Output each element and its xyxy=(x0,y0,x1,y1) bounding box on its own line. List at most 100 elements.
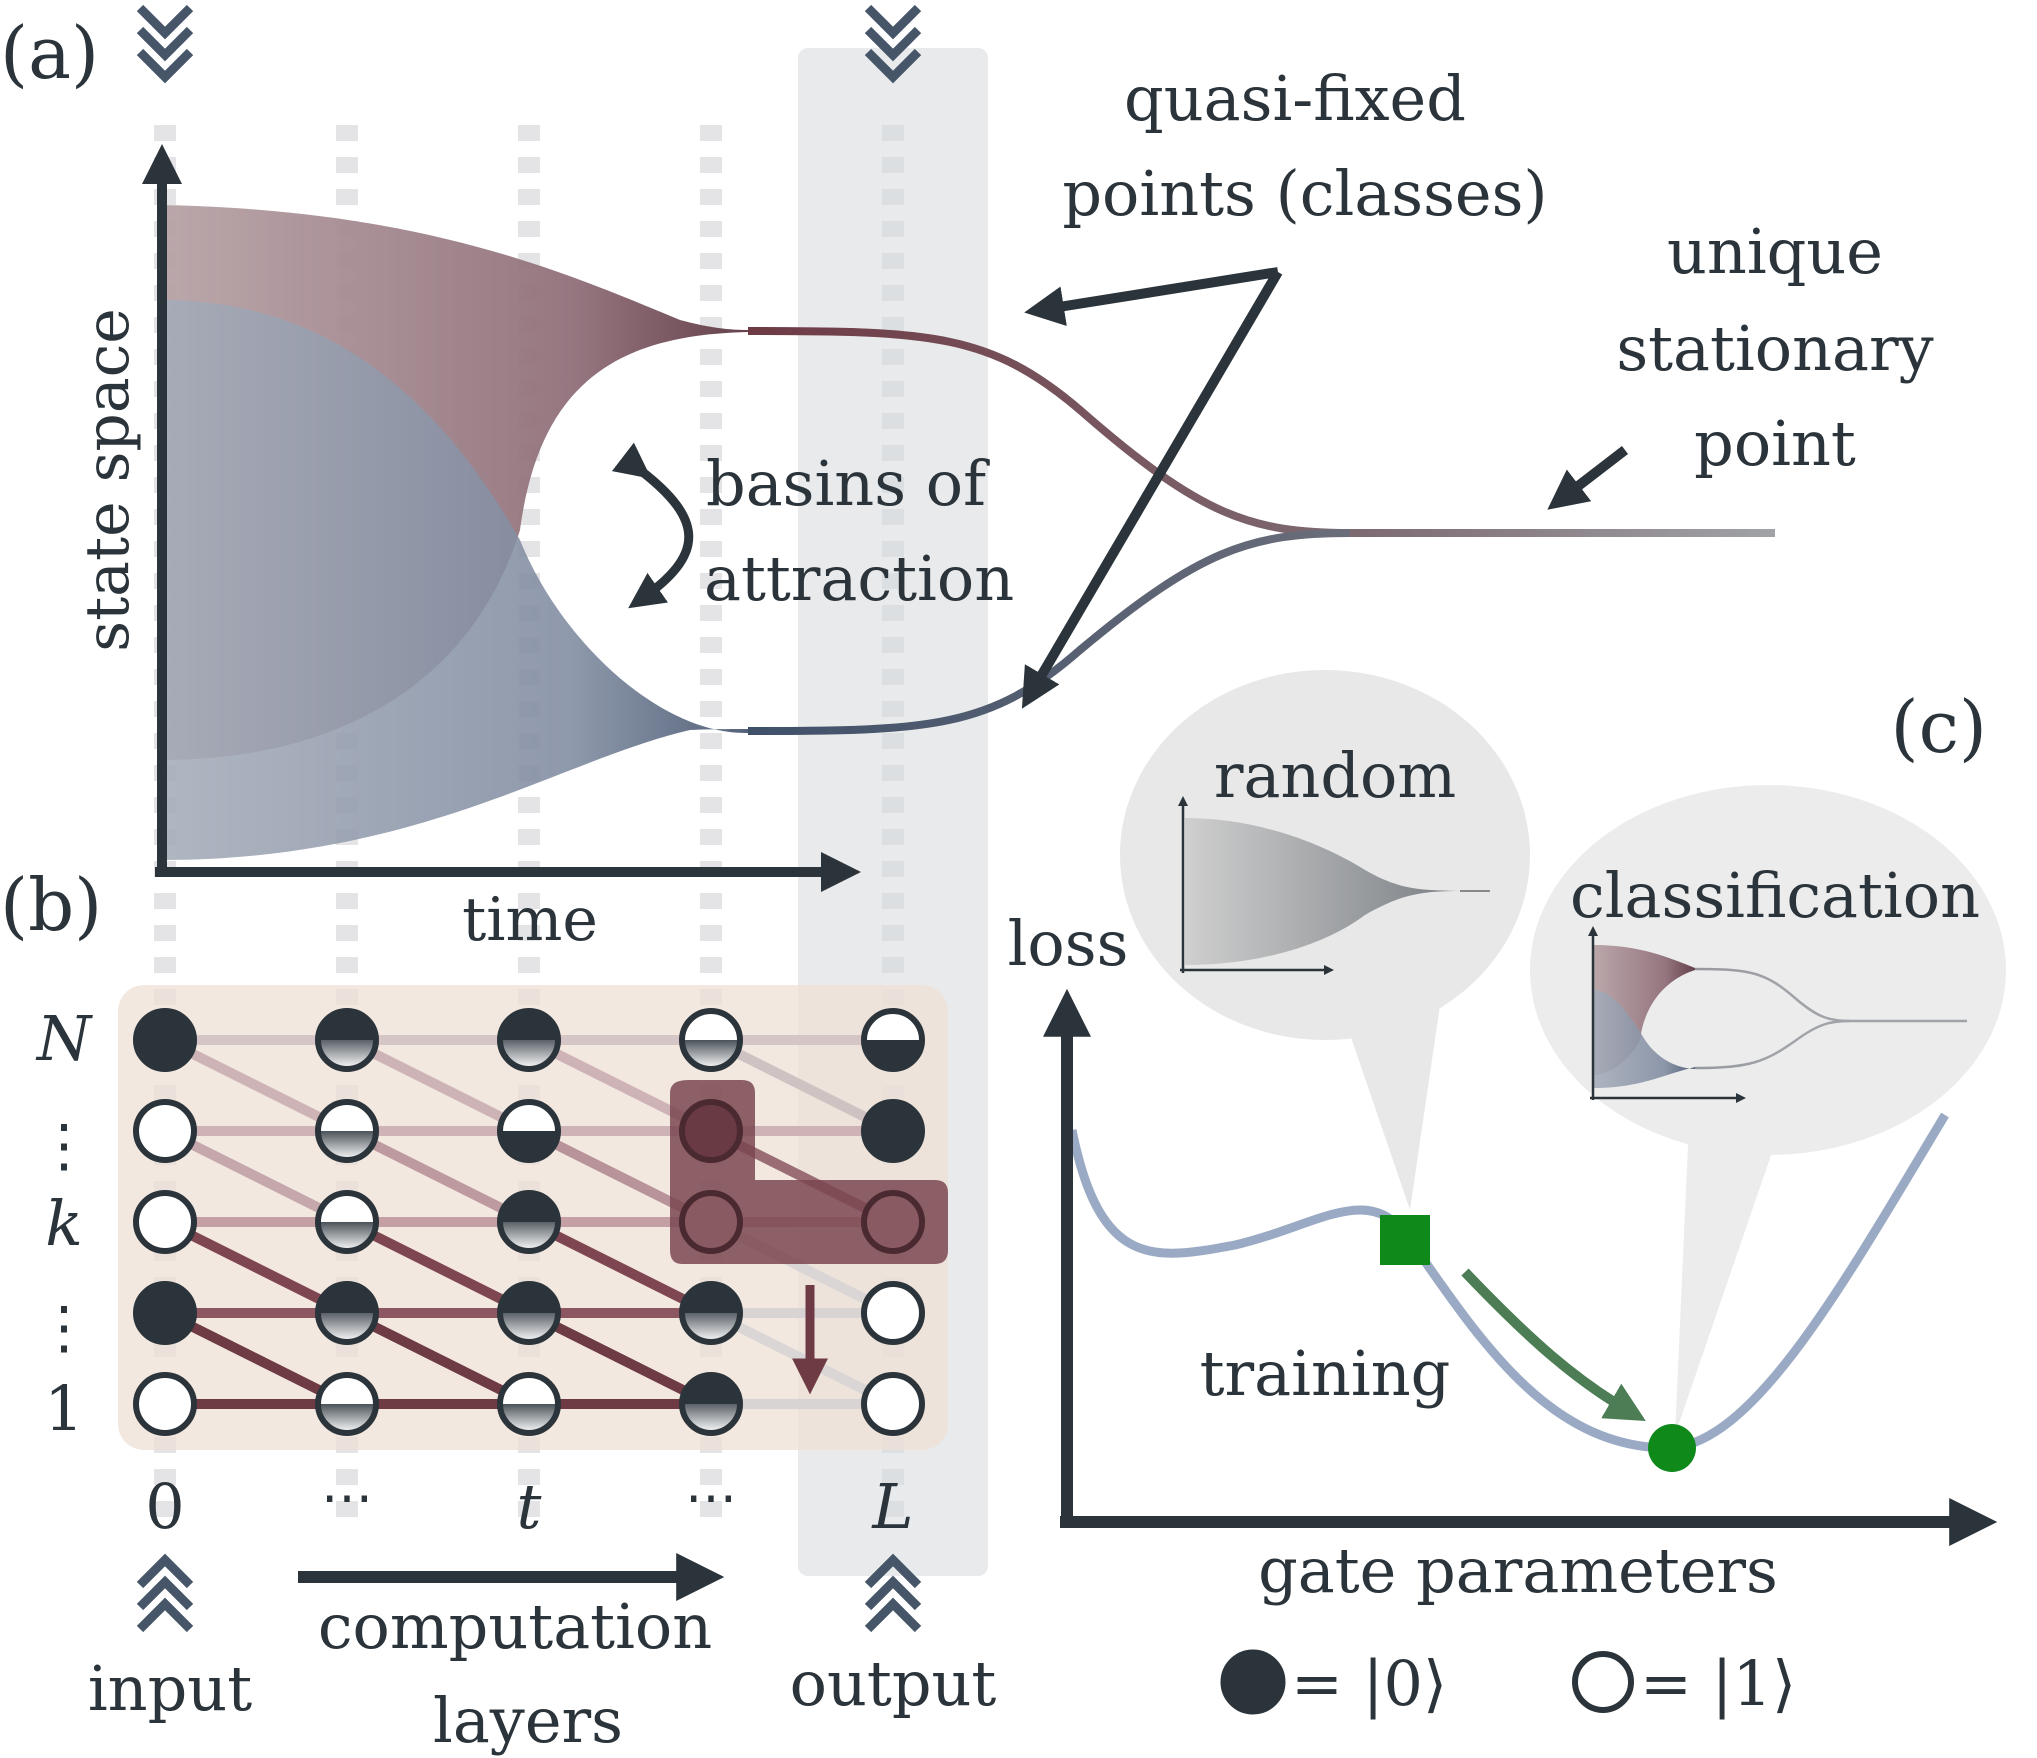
legend-one-symbol xyxy=(1572,1651,1634,1713)
row-label-N: N xyxy=(35,1002,94,1075)
quasi-fixed-label-2: points (classes) xyxy=(1062,157,1547,230)
col-label-L: L xyxy=(871,1470,913,1543)
blue-basin xyxy=(162,300,748,860)
basin-double-arrow xyxy=(611,442,694,609)
mini-upper-trajectory xyxy=(1694,967,1967,1023)
qubit-output xyxy=(861,1281,925,1345)
row-label-k: k xyxy=(45,1187,83,1260)
qubit-dark xyxy=(133,1008,197,1072)
qubit-mixed xyxy=(679,1372,743,1436)
bubble-tail-random xyxy=(1340,1005,1440,1210)
qubit-mixed xyxy=(497,1281,561,1345)
bubble-tail-classification xyxy=(1675,1100,1790,1435)
random-init-marker xyxy=(1380,1215,1430,1265)
gate-wire xyxy=(160,1308,352,1409)
panel-b: (b) N ⋮ k ⋮ 1 0 ⋯ t ⋯ L input computatio… xyxy=(0,863,996,1757)
col-label-dots: ⋯ xyxy=(685,1468,737,1528)
chevrons-bottom xyxy=(136,1553,922,1633)
qubit-output-in-cone xyxy=(861,1190,925,1254)
legend-one-label: = |1⟩ xyxy=(1640,1647,1796,1720)
qubit-dark xyxy=(133,1281,197,1345)
row-label-dots: ⋮ xyxy=(35,1111,93,1179)
stationary-label-2: stationary xyxy=(1616,312,1933,385)
qubit-light xyxy=(133,1372,197,1436)
qubit-mixed xyxy=(315,1008,379,1072)
panel-label-c: (c) xyxy=(1890,685,1987,769)
qubit-light xyxy=(133,1099,197,1163)
col-label-t: t xyxy=(517,1470,542,1543)
panel-a: (a) state space time quasi-fixed points … xyxy=(0,11,1934,955)
mini-plot-random xyxy=(1178,796,1490,975)
qubit-mixed xyxy=(497,1190,561,1254)
qubit-mixed xyxy=(315,1372,379,1436)
computation-label-2: layers xyxy=(433,1684,623,1757)
basins-label-2: attraction xyxy=(704,542,1014,615)
qubit-grid xyxy=(133,1008,925,1436)
chevron-up-icon xyxy=(136,1553,194,1633)
arrow-to-lower-fixed-point xyxy=(1021,269,1283,709)
stationary-label-3: point xyxy=(1694,407,1856,480)
gray-basin xyxy=(1185,818,1460,965)
panel-label-a: (a) xyxy=(0,11,99,95)
gate-wire xyxy=(342,1126,534,1227)
col-label-dots: ⋯ xyxy=(321,1468,373,1528)
gate-wire xyxy=(342,1308,534,1409)
qubit-mixed xyxy=(679,1281,743,1345)
training-arrow xyxy=(1461,1268,1646,1422)
gate-parameters-label: gate parameters xyxy=(1258,1534,1778,1607)
mini-blue-basin xyxy=(1594,990,1695,1088)
panel-c: (c) loss gate parameters random classifi… xyxy=(1008,670,2006,1607)
gate-wire xyxy=(706,1035,898,1136)
lower-trajectory xyxy=(747,529,1351,735)
chevron-up-icon xyxy=(864,1553,922,1633)
loss-curve xyxy=(1067,1112,1949,1453)
col-label-0: 0 xyxy=(145,1470,184,1543)
qubit-light xyxy=(133,1190,197,1254)
qubit-mixed xyxy=(497,1099,561,1163)
chevron-down-icon xyxy=(136,4,194,84)
row-label-1: 1 xyxy=(44,1372,83,1445)
legend: = |0⟩ = |1⟩ xyxy=(1220,1647,1796,1720)
upper-trajectory xyxy=(747,327,1775,537)
qubit-output xyxy=(861,1372,925,1436)
qubit-mixed xyxy=(497,1372,561,1436)
qubit-in-cone xyxy=(679,1190,743,1254)
state-space-label: state space xyxy=(73,308,143,651)
gate-wire xyxy=(342,1217,534,1318)
basins-label-1: basins of xyxy=(706,447,990,520)
random-label: random xyxy=(1214,739,1456,812)
legend-zero-label: = |0⟩ xyxy=(1291,1647,1447,1720)
time-label: time xyxy=(462,885,598,955)
chevron-down-icon xyxy=(864,4,922,84)
mini-lower-trajectory xyxy=(1694,1019,1851,1070)
stationary-label-1: unique xyxy=(1667,215,1883,288)
arrow-to-stationary-point xyxy=(1547,446,1629,510)
qubit-output xyxy=(861,1008,925,1072)
qubit-mixed xyxy=(315,1281,379,1345)
gate-wire xyxy=(524,1308,716,1409)
qubit-mixed xyxy=(497,1008,561,1072)
gate-wire xyxy=(160,1217,352,1318)
gate-wire xyxy=(524,1217,716,1318)
mini-plot-classification xyxy=(1588,926,1967,1103)
input-label: input xyxy=(88,1652,252,1725)
gate-wire xyxy=(160,1126,352,1227)
output-label: output xyxy=(790,1647,997,1720)
row-label-dots: ⋮ xyxy=(35,1293,93,1361)
loss-label: loss xyxy=(1008,907,1129,980)
training-label: training xyxy=(1200,1337,1451,1410)
quasi-fixed-label-1: quasi-fixed xyxy=(1124,62,1466,135)
qubit-mixed xyxy=(315,1190,379,1254)
qubit-output xyxy=(861,1099,925,1163)
classification-label: classification xyxy=(1570,859,1980,932)
panel-label-b: (b) xyxy=(0,863,102,947)
chevrons-top xyxy=(136,4,922,84)
legend-zero-symbol xyxy=(1220,1649,1286,1715)
gate-wire xyxy=(160,1035,352,1136)
trained-marker xyxy=(1648,1424,1696,1472)
arrow-to-upper-fixed-point xyxy=(1024,267,1279,326)
qubit-mixed xyxy=(679,1008,743,1072)
gate-wire xyxy=(342,1035,534,1136)
qubit-mixed xyxy=(315,1099,379,1163)
